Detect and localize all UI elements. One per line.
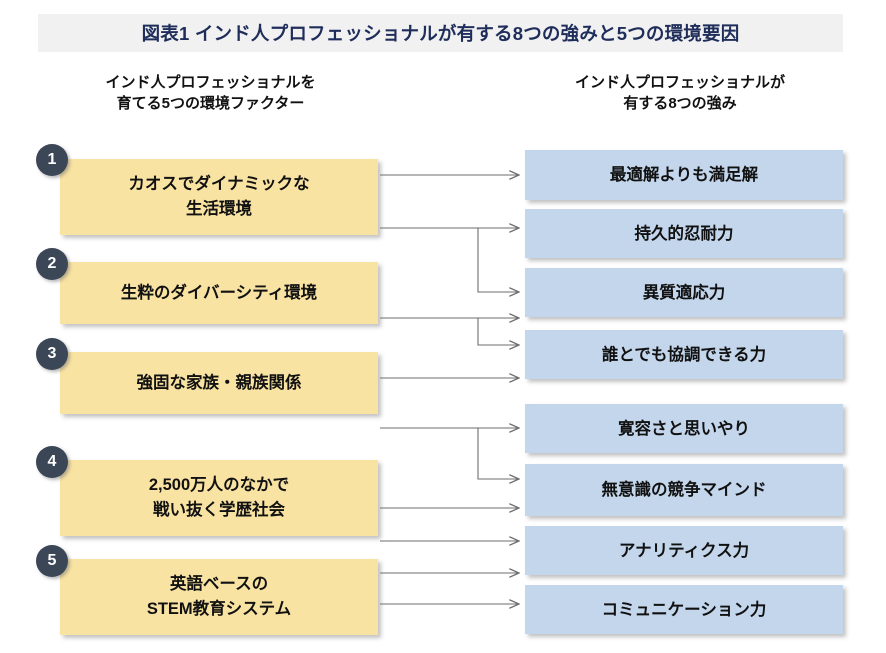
factor-box-4-line2: 戦い抜く学歴社会 [152,501,285,519]
factor-badge-2: 2 [36,248,68,280]
factor-box-2[interactable]: 生粋のダイバーシティ環境 [60,262,378,324]
factor-box-5-text: 英語ベースの STEM教育システム [147,572,291,622]
connector-f1-s3 [477,228,519,292]
left-column-header: インド人プロフェッショナルを 育てる5つの環境ファクター [38,72,383,114]
factor-box-2-line1: 生粋のダイバーシティ環境 [120,283,318,302]
strength-box-1[interactable]: 最適解よりも満足解 [525,150,843,200]
factor-box-5-line2: STEM教育システム [146,600,292,618]
title-background-band [38,14,843,52]
factor-badge-3: 3 [36,338,68,370]
page-title: 図表1 インド人プロフェッショナルが有する8つの強みと5つの環境要因 [141,23,740,44]
factor-box-1-text: カオスでダイナミックな 生活環境 [128,172,309,222]
factor-box-2-text: 生粋のダイバーシティ環境 [121,281,317,306]
factor-badge-5: 5 [36,545,68,577]
factor-box-1-line1: カオスでダイナミックな [128,175,310,193]
strength-box-3-label: 異質適応力 [642,283,726,302]
strength-box-6-label: 無意識の競争マインド [601,481,767,499]
factor-box-4[interactable]: 2,500万人のなかで 戦い抜く学歴社会 [60,460,378,536]
strength-box-5[interactable]: 寛容さと思いやり [525,404,843,453]
right-column-header: インド人プロフェッショナルが 有する8つの強み [500,72,860,114]
strength-box-7[interactable]: アナリティクス力 [525,526,843,575]
strength-box-2[interactable]: 持久的忍耐力 [525,209,843,258]
factor-box-1-line2: 生活環境 [185,200,252,218]
strength-box-5-label: 寛容さと思いやり [618,419,750,438]
factor-badge-4: 4 [36,446,68,478]
connector-f3-s6 [477,428,519,479]
right-column-header-line2: 有する8つの強み [623,95,737,112]
factor-box-1[interactable]: カオスでダイナミックな 生活環境 [60,159,378,235]
strength-box-8[interactable]: コミュニケーション力 [525,585,843,634]
strength-box-2-label: 持久的忍耐力 [634,224,734,243]
strength-box-4-label: 誰とでも協調できる力 [601,345,767,364]
factor-box-3-text: 強固な家族・親族関係 [137,371,302,396]
left-column-header-line2: 育てる5つの環境ファクター [116,95,305,112]
factor-box-3[interactable]: 強固な家族・親族関係 [60,352,378,414]
factor-box-4-line1: 2,500万人のなかで [148,476,290,494]
connector-f2-s5 [477,318,519,345]
factor-box-5[interactable]: 英語ベースの STEM教育システム [60,559,378,635]
factor-box-4-text: 2,500万人のなかで 戦い抜く学歴社会 [149,473,289,523]
strength-box-3[interactable]: 異質適応力 [525,268,843,317]
factor-box-5-line1: 英語ベースの [169,575,269,593]
right-column-header-line1: インド人プロフェッショナルが [574,74,785,91]
factor-badge-1: 1 [36,144,68,176]
strength-box-1-label: 最適解よりも満足解 [609,166,759,184]
left-column-header-line1: インド人プロフェッショナルを [105,74,316,91]
strength-box-7-label: アナリティクス力 [618,541,750,560]
factor-box-3-line1: 強固な家族・親族関係 [136,373,302,392]
strength-box-6[interactable]: 無意識の競争マインド [525,464,843,516]
strength-box-8-label: コミュニケーション力 [601,600,767,619]
strength-box-4[interactable]: 誰とでも協調できる力 [525,330,843,379]
